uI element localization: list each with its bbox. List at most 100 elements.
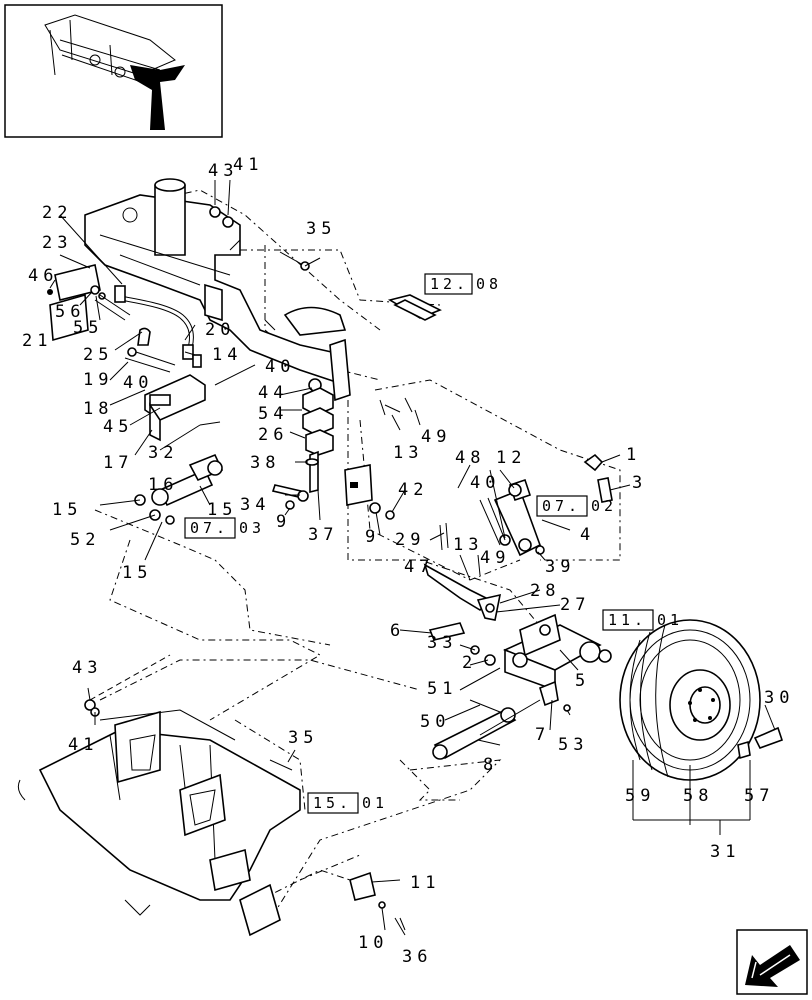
callout: 38 bbox=[250, 453, 280, 473]
callout: 18 bbox=[83, 399, 113, 419]
callout: 15 bbox=[122, 563, 152, 583]
callout: 58 bbox=[683, 786, 713, 806]
callout: 42 bbox=[398, 480, 428, 500]
spring-29 bbox=[423, 522, 492, 612]
ref-12-08[interactable]: 12. 08 bbox=[424, 273, 502, 295]
svg-text:15.: 15. bbox=[313, 794, 352, 812]
lower-link-8 bbox=[432, 699, 517, 760]
wheel-tire bbox=[619, 619, 784, 781]
callout: 27 bbox=[560, 595, 590, 615]
pins-13-49 bbox=[379, 397, 413, 416]
callout: 53 bbox=[558, 735, 588, 755]
callout: 43 bbox=[72, 658, 102, 678]
upper-right-bracket bbox=[387, 294, 442, 321]
callout: 13 bbox=[393, 443, 423, 463]
svg-text:02: 02 bbox=[591, 497, 617, 515]
callout: 17 bbox=[103, 453, 133, 473]
machine-location-thumbnail bbox=[4, 4, 223, 138]
previous-page-arrow-icon[interactable] bbox=[736, 929, 808, 995]
wheel-arm bbox=[428, 613, 612, 712]
callout: 13 bbox=[453, 535, 483, 555]
svg-text:08: 08 bbox=[476, 275, 502, 293]
cylinder-left bbox=[124, 347, 224, 525]
callout: 7 bbox=[535, 725, 550, 745]
callout: 15 bbox=[207, 500, 237, 520]
callout: 48 bbox=[455, 448, 485, 468]
svg-text:07.: 07. bbox=[190, 519, 229, 537]
callout: 1 bbox=[626, 445, 641, 465]
callout: 28 bbox=[530, 581, 560, 601]
callout: 3 bbox=[632, 473, 647, 493]
callout: 52 bbox=[70, 530, 100, 550]
callout: 56 bbox=[55, 302, 85, 322]
ref-15-01[interactable]: 15. 01 bbox=[307, 792, 388, 814]
callout: 14 bbox=[212, 345, 242, 365]
main-frame-lower bbox=[17, 699, 406, 937]
callout: 33 bbox=[427, 633, 457, 653]
section-references: 12. 08 07. 02 07. 03 11. 01 15. 01 bbox=[184, 273, 683, 814]
hydraulic-hose-upper bbox=[114, 285, 202, 368]
fittings-1-3 bbox=[583, 453, 613, 503]
bracket-27-28 bbox=[476, 593, 502, 621]
callout: 19 bbox=[83, 370, 113, 390]
callout: 40 bbox=[123, 373, 153, 393]
callout: 12 bbox=[496, 448, 526, 468]
svg-text:12.: 12. bbox=[430, 275, 469, 293]
callout: 44 bbox=[258, 383, 288, 403]
callout: 50 bbox=[420, 712, 450, 732]
nuts-upper bbox=[209, 206, 234, 228]
callout: 25 bbox=[83, 345, 113, 365]
callout: 32 bbox=[148, 443, 178, 463]
callout: 41 bbox=[68, 735, 98, 755]
callout: 2 bbox=[462, 653, 477, 673]
callout: 9 bbox=[276, 512, 291, 532]
callout: 15 bbox=[52, 500, 82, 520]
callout: 40 bbox=[470, 473, 500, 493]
callout: 10 bbox=[358, 933, 388, 953]
callout: 54 bbox=[258, 404, 288, 424]
callout: 11 bbox=[410, 873, 440, 893]
callout: 22 bbox=[42, 203, 72, 223]
svg-text:01: 01 bbox=[657, 611, 683, 629]
callout: 40 bbox=[265, 357, 295, 377]
svg-text:03: 03 bbox=[239, 519, 265, 537]
callout: 45 bbox=[103, 417, 133, 437]
callout: 49 bbox=[480, 548, 510, 568]
callout: 9 bbox=[365, 527, 380, 547]
callout: 6 bbox=[390, 621, 405, 641]
callout: 4 bbox=[580, 525, 595, 545]
callout: 21 bbox=[22, 331, 52, 351]
callout: 57 bbox=[744, 786, 774, 806]
callout: 47 bbox=[404, 557, 434, 577]
callout: 55 bbox=[73, 318, 103, 338]
callout: 30 bbox=[764, 688, 794, 708]
callout: 20 bbox=[205, 320, 235, 340]
callout: 23 bbox=[42, 233, 72, 253]
callout: 59 bbox=[625, 786, 655, 806]
callout: 37 bbox=[308, 525, 338, 545]
ref-07-02[interactable]: 07. 02 bbox=[536, 495, 617, 517]
left-bracket-parts bbox=[47, 264, 131, 342]
callout: 46 bbox=[28, 266, 58, 286]
center-blocks bbox=[271, 378, 395, 520]
ref-07-03[interactable]: 07. 03 bbox=[184, 517, 265, 539]
svg-text:11.: 11. bbox=[608, 611, 647, 629]
callout: 35 bbox=[306, 219, 336, 239]
callout: 36 bbox=[402, 947, 432, 967]
ref-11-01[interactable]: 11. 01 bbox=[602, 609, 683, 631]
callout: 39 bbox=[545, 557, 575, 577]
bolt-35-upper bbox=[279, 251, 310, 271]
callout: 49 bbox=[421, 427, 451, 447]
callout-labels: 43 41 35 22 23 46 56 55 21 20 25 14 19 4… bbox=[22, 155, 794, 967]
callout: 16 bbox=[148, 475, 178, 495]
svg-text:07.: 07. bbox=[542, 497, 581, 515]
callout: 34 bbox=[240, 495, 270, 515]
callout: 29 bbox=[395, 530, 425, 550]
callout: 41 bbox=[233, 155, 263, 175]
leader-lines bbox=[49, 179, 776, 931]
cylinder-right bbox=[479, 478, 545, 557]
callout: 31 bbox=[710, 842, 740, 862]
callout: 35 bbox=[288, 728, 318, 748]
callout: 43 bbox=[208, 161, 238, 181]
